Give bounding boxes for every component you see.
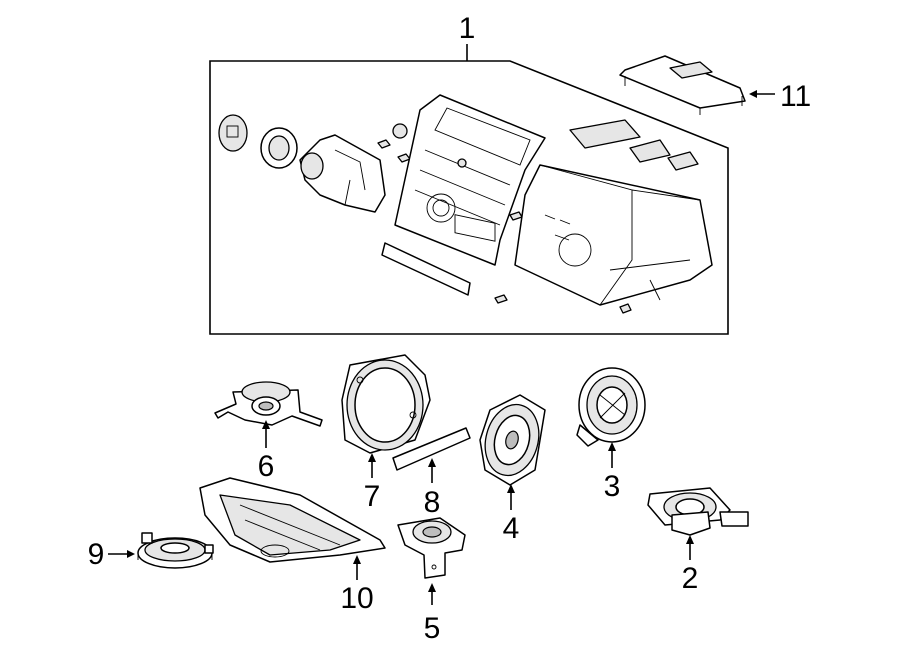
callout-7[interactable]: 7 bbox=[364, 453, 381, 513]
callout-1[interactable]: 1 bbox=[459, 12, 476, 61]
part-11-cover[interactable] bbox=[619, 55, 746, 115]
svg-text:5: 5 bbox=[424, 612, 441, 645]
part-10-enclosure[interactable] bbox=[199, 477, 386, 563]
svg-text:11: 11 bbox=[780, 80, 811, 113]
part-3-round-speaker[interactable] bbox=[576, 367, 646, 447]
callout-10[interactable]: 10 bbox=[340, 555, 374, 615]
svg-text:7: 7 bbox=[364, 480, 381, 513]
part-7-speaker-ring[interactable] bbox=[341, 354, 431, 454]
part-2-small-speaker[interactable] bbox=[647, 487, 749, 536]
svg-text:2: 2 bbox=[682, 562, 699, 595]
svg-text:10: 10 bbox=[340, 582, 373, 615]
svg-text:3: 3 bbox=[604, 470, 621, 503]
svg-text:8: 8 bbox=[424, 486, 441, 519]
callout-5[interactable]: 5 bbox=[424, 583, 441, 645]
part-4-door-speaker[interactable] bbox=[478, 394, 547, 486]
svg-text:1: 1 bbox=[459, 12, 476, 45]
callout-3[interactable]: 3 bbox=[604, 442, 621, 503]
assembly-outline bbox=[209, 60, 729, 335]
callout-2[interactable]: 2 bbox=[682, 535, 699, 595]
part-8-foam-strip[interactable] bbox=[392, 427, 471, 471]
part-9-subwoofer[interactable] bbox=[137, 532, 214, 569]
callout-8[interactable]: 8 bbox=[424, 458, 441, 519]
callout-9[interactable]: 9 bbox=[88, 538, 135, 571]
callout-6[interactable]: 6 bbox=[258, 420, 275, 483]
svg-text:4: 4 bbox=[503, 512, 520, 545]
head-unit-assembly[interactable] bbox=[218, 94, 713, 314]
part-6-tweeter[interactable] bbox=[214, 381, 323, 427]
svg-text:6: 6 bbox=[258, 450, 275, 483]
callout-11[interactable]: 11 bbox=[749, 80, 811, 113]
part-5-tweeter[interactable] bbox=[397, 517, 466, 579]
callout-4[interactable]: 4 bbox=[503, 484, 520, 545]
svg-text:9: 9 bbox=[88, 538, 105, 571]
